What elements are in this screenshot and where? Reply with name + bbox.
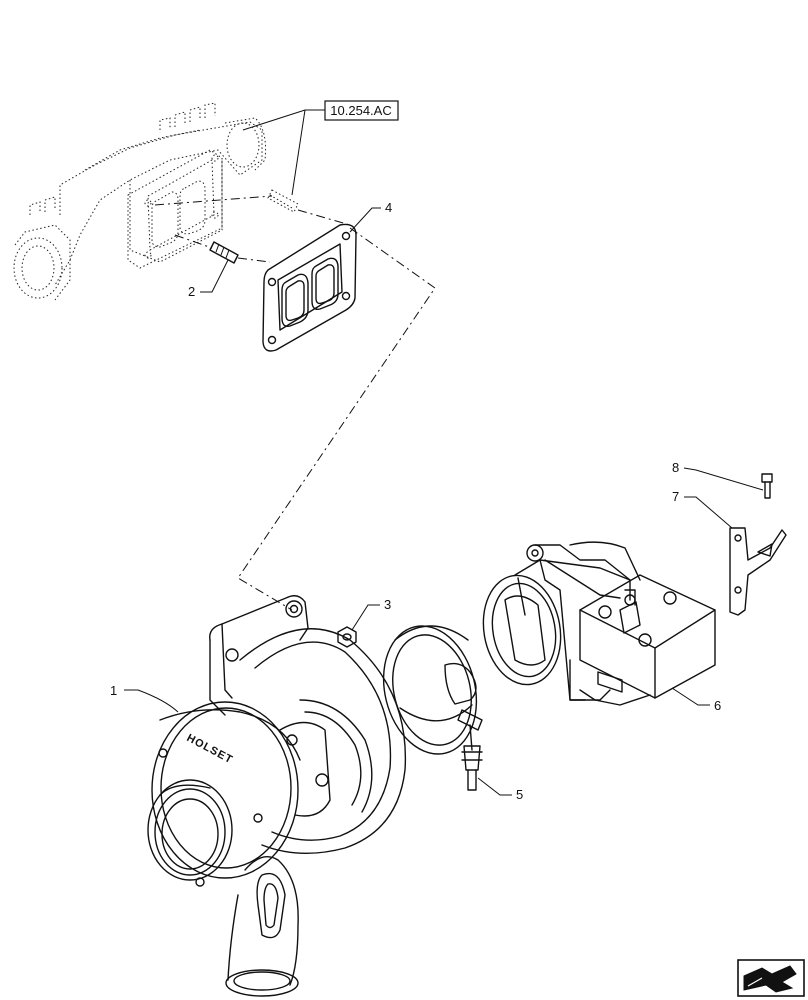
callout-label-3: 3 bbox=[384, 597, 391, 612]
bolt-part-8 bbox=[761, 473, 773, 499]
callout-6: 6 bbox=[671, 687, 721, 713]
callout-4: 4 bbox=[349, 200, 392, 233]
callout-label-2: 2 bbox=[188, 284, 195, 299]
callout-5: 5 bbox=[477, 777, 523, 802]
callout-label-6: 6 bbox=[714, 698, 721, 713]
callout-8: 8 bbox=[672, 460, 764, 491]
reference-leader-2 bbox=[291, 109, 306, 196]
callout-label-7: 7 bbox=[672, 489, 679, 504]
callout-label-4: 4 bbox=[385, 200, 392, 215]
manifold-studs bbox=[267, 189, 299, 213]
next-page-arrow-icon[interactable] bbox=[737, 959, 805, 997]
alignment-lines-manifold bbox=[154, 195, 351, 263]
callout-label-8: 8 bbox=[672, 460, 679, 475]
bracket-part-7 bbox=[729, 527, 787, 616]
exhaust-manifold-reference bbox=[13, 102, 266, 301]
valve-assembly-part-6 bbox=[482, 541, 716, 706]
turbocharger-part-1: HOLSET bbox=[147, 595, 407, 997]
callout-1: 1 bbox=[110, 683, 179, 713]
callout-3: 3 bbox=[351, 597, 391, 631]
clamp-part-5 bbox=[382, 625, 483, 791]
turbo-brand-marking: HOLSET bbox=[185, 732, 235, 766]
nut-part-3 bbox=[337, 626, 357, 648]
callout-7: 7 bbox=[672, 489, 733, 529]
alignment-line-gasket-to-turbo bbox=[237, 227, 436, 611]
reference-label[interactable]: 10.254.AC bbox=[330, 103, 391, 118]
reference-leader-1 bbox=[242, 109, 325, 131]
stud-part-2 bbox=[209, 241, 239, 264]
callout-label-5: 5 bbox=[516, 787, 523, 802]
callout-label-1: 1 bbox=[110, 683, 117, 698]
reference-callout[interactable]: 10.254.AC bbox=[242, 100, 399, 196]
gasket-part-4 bbox=[262, 223, 357, 352]
callout-2: 2 bbox=[188, 259, 229, 299]
